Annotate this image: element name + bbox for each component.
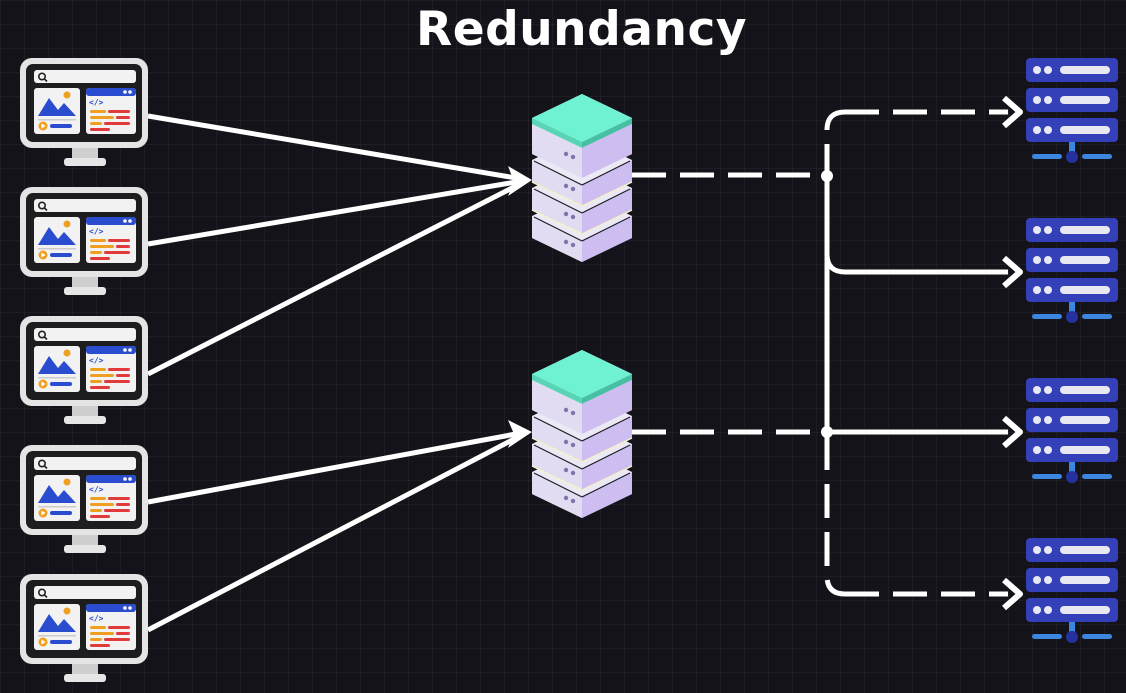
- client-3-monitor-icon: [20, 316, 149, 425]
- server-4-rack-icon: [1026, 538, 1118, 643]
- client-1-monitor-icon: [20, 58, 149, 167]
- client-2-monitor-icon: [20, 187, 149, 296]
- client-4-monitor-icon: [20, 445, 149, 554]
- client-1-to-load-balancer-1-link: [147, 113, 517, 181]
- client-4-to-load-balancer-2-link: [147, 431, 517, 505]
- connectors: [146, 95, 1023, 633]
- server-column: [1026, 58, 1118, 643]
- trunk-branch-2-corner: [824, 253, 846, 275]
- trunk-junction-lower: [821, 426, 833, 438]
- server-2-rack-icon: [1026, 218, 1118, 323]
- client-5-monitor-icon: [20, 574, 149, 683]
- diagram-title: Redundancy: [416, 2, 747, 57]
- client-5-to-load-balancer-2-link: [146, 435, 518, 633]
- load-balancer-2-arrowhead: [508, 420, 532, 448]
- client-column: [20, 58, 149, 683]
- trunk-lower-dashed: [824, 436, 846, 597]
- server-1-arrowhead: [1002, 95, 1023, 129]
- server-3-arrowhead: [1002, 415, 1023, 449]
- trunk-junction-upper: [821, 170, 833, 182]
- server-1-rack-icon: [1026, 58, 1118, 163]
- server-2-arrowhead: [1002, 255, 1023, 289]
- load-balancer-1-database-icon: [531, 93, 633, 262]
- server-4-arrowhead: [1002, 577, 1023, 611]
- load-balancer-column: [531, 93, 633, 518]
- client-3-to-load-balancer-1-link: [146, 183, 518, 377]
- load-balancer-1-arrowhead: [508, 166, 532, 196]
- trunk-upper-dashed: [824, 109, 846, 178]
- client-2-to-load-balancer-1-link: [147, 179, 517, 247]
- server-3-rack-icon: [1026, 378, 1118, 483]
- load-balancer-2-database-icon: [531, 349, 633, 518]
